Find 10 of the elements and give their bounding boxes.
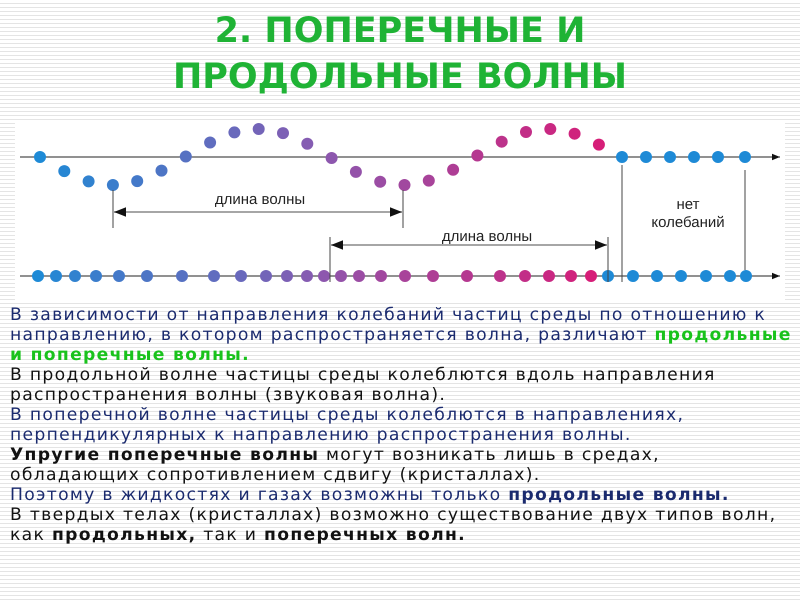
- paragraph: Поэтому в жидкостях и газах возможны только продольные волны.: [10, 485, 731, 505]
- zone-label: нет колебаний: [650, 196, 726, 232]
- dimension-label: длина волны: [440, 228, 534, 246]
- paragraph: В зависимости от направления колебаний частиц среды по отношению к направлению, в котором распространяется волна, различают продольные и поперечные волны.: [10, 305, 792, 365]
- paragraph: В твердых телах (кристаллах) возможно существование двух типов волн, как продольных, так и поперечных волн.: [10, 505, 778, 545]
- dimension-label: длина волны: [214, 191, 306, 209]
- paragraph: Упругие поперечные волны могут возникать лишь в средах, обладающих сопротивлением сдвигу (кристаллах).: [10, 445, 661, 485]
- paragraph: В поперечной волне частицы среды колеблются в направлениях, перпендикулярных к направлению распространения волны.: [10, 405, 686, 445]
- paragraph: В продольной волне частицы среды колеблются вдоль направления распространения волны (звуковая волна).: [10, 365, 717, 405]
- slide-title: 2. ПОПЕРЕЧНЫЕ И ПРОДОЛЬНЫЕ ВОЛНЫ: [172, 10, 628, 99]
